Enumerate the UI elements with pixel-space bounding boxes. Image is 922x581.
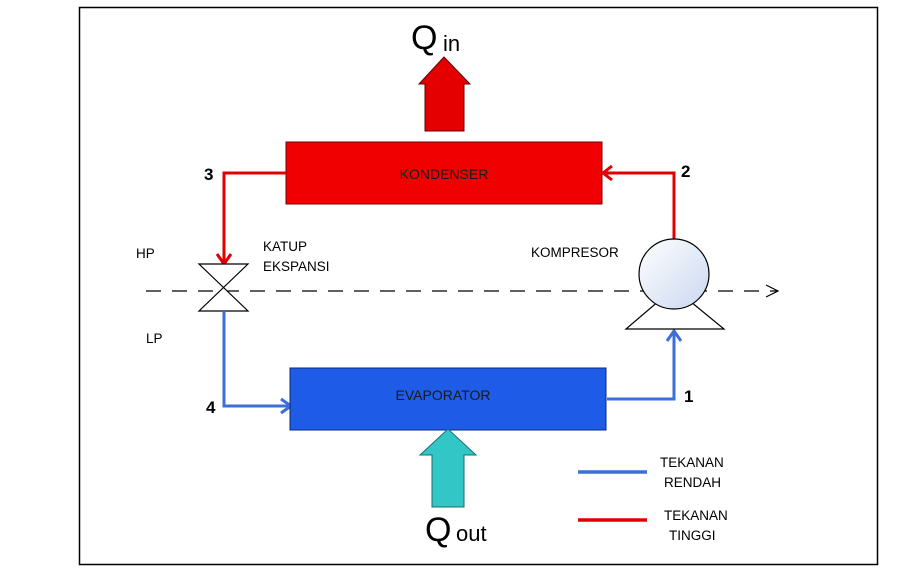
q-in-arrow [417, 56, 472, 132]
q-in-main: Q [411, 19, 437, 57]
pressure-divider-arrowhead [765, 284, 780, 298]
compressor-body [638, 238, 710, 310]
q-in-sub: in [443, 31, 460, 56]
q-out-sub: out [456, 521, 487, 546]
diagram-frame [78, 6, 879, 566]
valve-label-line2: EKSPANSI [263, 259, 330, 274]
state-3-label: 3 [204, 165, 213, 184]
state-4-label: 4 [206, 398, 216, 417]
legend-high-line1: TEKANAN [664, 508, 728, 523]
legend-low-line1: TEKANAN [660, 455, 724, 470]
expansion-valve [197, 263, 250, 312]
condenser-label: KONDENSER [400, 166, 489, 182]
q-out-arrow [418, 428, 478, 508]
state-2-label: 2 [681, 162, 690, 181]
compressor-label: KOMPRESOR [531, 245, 619, 260]
evaporator-box [289, 367, 607, 431]
q-out-main: Q [425, 511, 451, 549]
line-evaporator-to-compressor [607, 333, 676, 401]
valve-label-line1: KATUP [263, 239, 307, 254]
legend-high-line2: TINGGI [669, 528, 716, 543]
line-condenser-to-valve [222, 171, 286, 262]
legend-low-line2: RENDAH [664, 475, 721, 490]
line-valve-to-evaporator [222, 311, 288, 408]
line-compressor-to-condenser [605, 171, 676, 239]
low-pressure-label: LP [146, 331, 163, 346]
high-pressure-label: HP [136, 246, 155, 261]
evaporator-label: EVAPORATOR [396, 387, 491, 403]
arrowhead-into-condenser [600, 164, 613, 182]
condenser-box [285, 141, 603, 205]
arrowhead-into-compressor [665, 328, 683, 342]
state-1-label: 1 [684, 387, 693, 406]
